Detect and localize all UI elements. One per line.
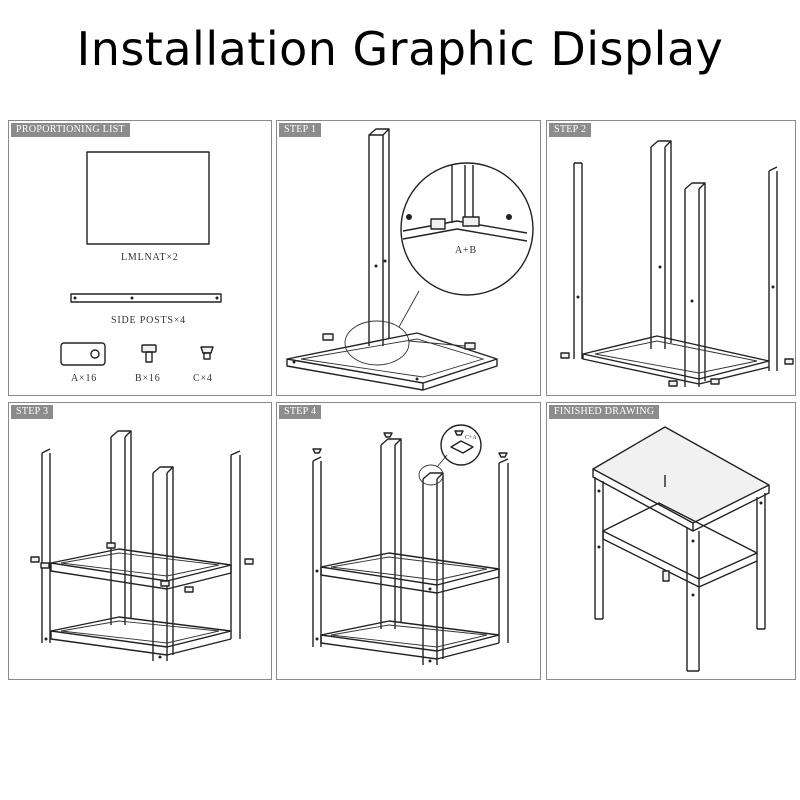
parts-drawing [60, 151, 222, 366]
panel-finished-drawing: FINISHED DRAWING [546, 402, 796, 680]
side-post-middle [380, 438, 402, 629]
middle-shelf-frame [50, 548, 232, 590]
side-post-middle [110, 430, 132, 625]
bottom-frame [320, 620, 500, 660]
side-post-icon [70, 293, 222, 303]
table-top [592, 426, 770, 532]
step-3-drawing [30, 430, 254, 661]
joint-highlight [418, 464, 444, 486]
step-4-drawing [312, 424, 509, 665]
legs [594, 475, 766, 672]
magnifier-callout [440, 424, 482, 466]
posts-caption: SIDE POSTS×4 [111, 315, 186, 326]
magnifier-callout [400, 162, 534, 296]
bottom-frame [50, 616, 232, 656]
side-post-back-right [230, 450, 241, 639]
screws [30, 542, 254, 593]
board-caption: LMLNAT×2 [121, 252, 179, 263]
finished-table-drawing [592, 426, 770, 672]
screw-b-icon [141, 344, 157, 363]
step-4-callout-label: C+A [465, 435, 477, 441]
bolt-c-icon [200, 346, 214, 360]
side-post [368, 128, 390, 346]
connector-a-icon [60, 342, 106, 366]
part-b-caption: B×16 [135, 373, 161, 384]
panel-step-4: STEP 4 C+A [276, 402, 541, 680]
panel-label: STEP 4 [279, 405, 322, 419]
part-a-caption: A×16 [71, 373, 98, 384]
side-post-back-right [498, 458, 509, 643]
panel-label: STEP 3 [11, 405, 54, 419]
laminate-board-icon [86, 151, 210, 245]
step-1-callout-label: A+B [455, 245, 477, 256]
side-post-front [684, 182, 706, 387]
panel-step-3: STEP 3 [8, 402, 272, 680]
panel-label: STEP 2 [549, 123, 592, 137]
bottom-frame [582, 335, 770, 385]
joint-highlight [344, 320, 410, 366]
side-post-back-left [312, 456, 322, 647]
panel-label: STEP 1 [279, 123, 322, 137]
panel-label: FINISHED DRAWING [549, 405, 660, 419]
side-post-front [152, 466, 174, 661]
step-2-drawing [560, 140, 794, 387]
middle-shelf-frame [320, 552, 500, 594]
panel-step-2: STEP 2 [546, 120, 796, 396]
bolts [312, 432, 508, 458]
side-post-middle [650, 140, 672, 349]
side-post-front [422, 472, 444, 665]
page-title: Installation Graphic Display [76, 22, 724, 76]
panel-label: PROPORTIONING LIST [11, 123, 130, 137]
panel-step-1: STEP 1 A+B [276, 120, 541, 396]
screws [560, 352, 794, 387]
part-c-caption: C×4 [193, 373, 213, 384]
side-post-back-left [573, 162, 583, 359]
bottom-frame [286, 332, 498, 391]
step-1-drawing [286, 128, 534, 391]
side-post-back-right [768, 166, 778, 371]
side-post-back-left [41, 448, 51, 643]
panel-proportioning-list: PROPORTIONING LIST LMLNAT×2 SIDE POSTS×4… [8, 120, 272, 396]
